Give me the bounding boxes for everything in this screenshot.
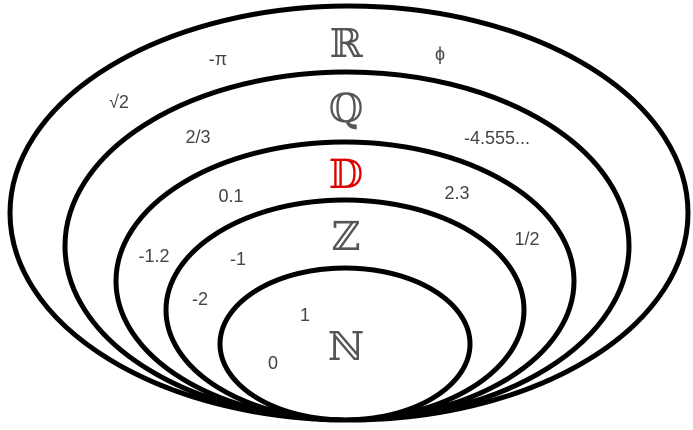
symbol-integer: ℤ bbox=[331, 214, 360, 260]
element-label: -π bbox=[209, 49, 227, 69]
element-label: -2 bbox=[192, 289, 208, 309]
element-label: 1 bbox=[300, 305, 310, 325]
element-label: -1 bbox=[230, 249, 246, 269]
element-label: √2 bbox=[109, 92, 129, 112]
element-label: 0 bbox=[268, 353, 278, 373]
symbol-decimal: 𝔻 bbox=[329, 152, 364, 198]
element-label: 0.1 bbox=[218, 186, 243, 206]
element-label: 2.3 bbox=[444, 183, 469, 203]
element-label: 2/3 bbox=[185, 127, 210, 147]
symbol-rational: ℚ bbox=[329, 86, 364, 132]
element-label: -4.555... bbox=[464, 128, 530, 148]
element-label: 1/2 bbox=[514, 229, 539, 249]
symbol-real: ℝ bbox=[329, 21, 363, 67]
set-natural-boundary bbox=[217, 265, 473, 423]
element-label: ϕ bbox=[435, 44, 445, 64]
element-label: -1.2 bbox=[138, 246, 169, 266]
symbol-natural: ℕ bbox=[328, 324, 365, 370]
